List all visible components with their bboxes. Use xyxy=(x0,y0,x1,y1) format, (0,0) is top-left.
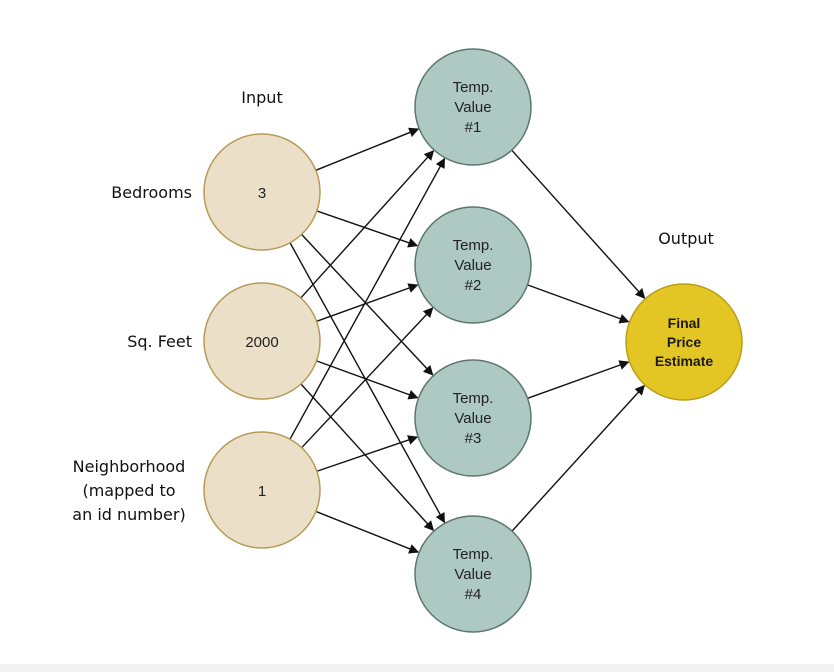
input-node-3: 1 xyxy=(203,431,321,549)
hidden-node-3-line-1: Temp. xyxy=(453,390,494,407)
hidden-node-4-line-1: Temp. xyxy=(453,546,494,563)
arrow-input-2-to-hidden-4 xyxy=(300,383,435,532)
hidden-circle xyxy=(414,48,532,166)
arrow-hidden-2-to-output xyxy=(527,284,630,324)
input-value: 2000 xyxy=(245,334,278,351)
network-nodes: 320001Temp.Value#1Temp.Value#2Temp.Value… xyxy=(203,48,743,633)
hidden-node-1: Temp. Value #1 xyxy=(414,48,532,166)
hidden-node-2: Temp. Value #2 xyxy=(414,206,532,324)
arrow-input-3-to-hidden-2 xyxy=(301,307,434,449)
hidden-node-2-line-3: #2 xyxy=(465,277,482,294)
hidden-node-4-line-2: Value xyxy=(454,566,491,583)
input-value: 3 xyxy=(258,185,266,202)
input-circle xyxy=(203,133,321,251)
hidden-circle xyxy=(414,359,532,477)
input-node-2: 2000 xyxy=(203,282,321,400)
arrow-input-1-to-hidden-4 xyxy=(289,242,446,524)
input-label-3-line-3: an id number) xyxy=(72,505,185,524)
input-label-2-line-1: Sq. Feet xyxy=(127,332,192,351)
hidden-node-4: Temp. Value #4 xyxy=(414,515,532,633)
hidden-node-1-line-1: Temp. xyxy=(453,79,494,96)
arrow-hidden-3-to-output xyxy=(527,360,630,400)
hidden-circle xyxy=(414,206,532,324)
input-value: 1 xyxy=(258,483,266,500)
arrow-input-3-to-hidden-4 xyxy=(315,510,420,554)
input-column-title: Input xyxy=(241,88,282,107)
arrow-input-2-to-hidden-3 xyxy=(316,360,419,400)
arrow-input-3-to-hidden-1 xyxy=(289,157,446,440)
hidden-node-3-line-2: Value xyxy=(454,410,491,427)
hidden-node-4-line-3: #4 xyxy=(465,586,482,603)
arrow-input-3-to-hidden-3 xyxy=(316,435,419,472)
output-node-line-3: Estimate xyxy=(655,353,714,369)
output-node-line-1: Final xyxy=(668,315,701,331)
hidden-circle xyxy=(414,515,532,633)
hidden-node-2-line-1: Temp. xyxy=(453,237,494,254)
input-label-3-line-1: Neighborhood xyxy=(73,457,186,476)
output-node-line-2: Price xyxy=(667,334,701,350)
arrow-input-1-to-hidden-1 xyxy=(315,127,420,171)
arrow-input-1-to-hidden-2 xyxy=(316,210,419,248)
output-column-title: Output xyxy=(658,229,714,248)
arrow-hidden-4-to-output xyxy=(511,384,645,532)
bottom-edge-strip xyxy=(0,664,834,672)
arrow-hidden-1-to-output xyxy=(511,149,646,299)
hidden-node-3-line-3: #3 xyxy=(465,430,482,447)
connection-arrows xyxy=(289,127,646,554)
input-node-1: 3 xyxy=(203,133,321,251)
hidden-node-3: Temp. Value #3 xyxy=(414,359,532,477)
input-label-1-line-1: Bedrooms xyxy=(111,183,192,202)
arrow-input-2-to-hidden-1 xyxy=(300,150,435,299)
input-label-3-line-2: (mapped to xyxy=(82,481,175,500)
hidden-node-1-line-2: Value xyxy=(454,99,491,116)
output-circle xyxy=(625,283,743,401)
input-circle xyxy=(203,431,321,549)
hidden-node-1-line-3: #1 xyxy=(465,119,482,136)
arrow-input-1-to-hidden-3 xyxy=(301,233,434,376)
hidden-node-2-line-2: Value xyxy=(454,257,491,274)
arrow-input-2-to-hidden-2 xyxy=(316,283,419,323)
input-circle xyxy=(203,282,321,400)
